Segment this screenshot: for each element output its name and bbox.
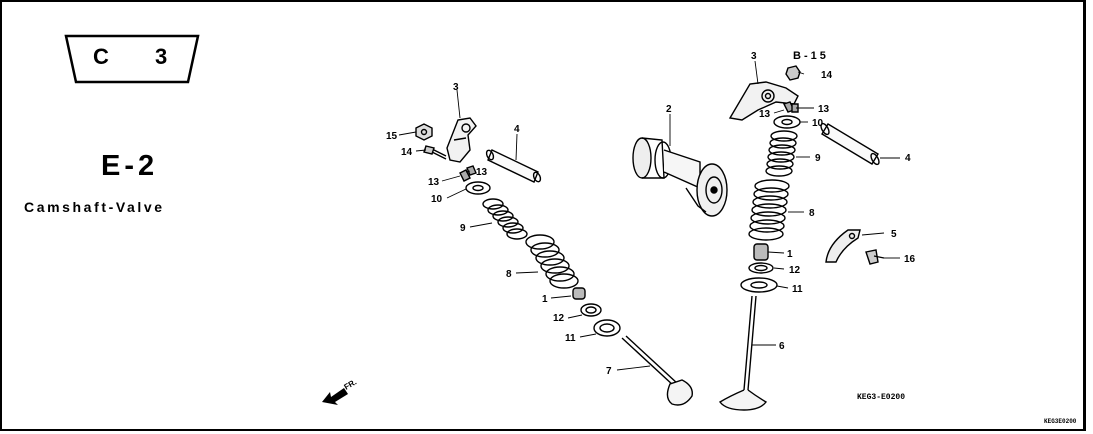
callout-right-10: 10 bbox=[812, 118, 824, 129]
callout-left-9: 9 bbox=[460, 223, 466, 234]
callout-left-13b: 13 bbox=[428, 177, 440, 188]
front-direction-marker: FR. bbox=[322, 377, 358, 405]
callout-left-4: 4 bbox=[514, 124, 520, 135]
right-cotters-13 bbox=[783, 101, 799, 113]
left-cotters-13 bbox=[459, 165, 477, 182]
callout-right-11: 11 bbox=[792, 284, 803, 295]
callout-left-3: 3 bbox=[453, 82, 459, 93]
page-code: KEG3E0200 bbox=[1044, 418, 1077, 425]
callout-right-14: 14 bbox=[821, 70, 833, 81]
callout-right-5: 5 bbox=[891, 229, 897, 240]
callout-left-7: 7 bbox=[606, 366, 612, 377]
right-nut-14 bbox=[785, 65, 801, 81]
callout-cam-2: 2 bbox=[666, 104, 672, 115]
left-valve-7 bbox=[621, 335, 693, 406]
camshaft-2 bbox=[632, 137, 728, 217]
left-inner-spring-9 bbox=[482, 198, 528, 240]
left-retainer-10 bbox=[465, 181, 491, 195]
callout-left-8: 8 bbox=[506, 269, 512, 280]
left-seat-12 bbox=[580, 303, 602, 317]
callout-left-15: 15 bbox=[386, 131, 398, 142]
front-label: FR. bbox=[343, 377, 359, 391]
right-bracket-5 bbox=[825, 229, 861, 263]
callout-right-9: 9 bbox=[815, 153, 821, 164]
left-outer-spring-8 bbox=[525, 234, 579, 289]
callout-right-4: 4 bbox=[905, 153, 911, 164]
right-valve-6 bbox=[718, 295, 768, 411]
left-rocker-shaft bbox=[485, 149, 542, 183]
callout-left-12: 12 bbox=[553, 313, 565, 324]
callout-labels: 3 4 15 14 13 13 10 9 8 1 12 11 7 2 3 14 … bbox=[386, 51, 916, 377]
callout-left-13a: 13 bbox=[476, 167, 488, 178]
callout-right-3: 3 bbox=[751, 51, 757, 62]
left-rocker-arm bbox=[446, 117, 477, 163]
group-title: Camshaft-Valve bbox=[24, 199, 165, 215]
callout-right-16: 16 bbox=[904, 254, 916, 265]
right-seat-12 bbox=[748, 262, 774, 274]
right-retainer-10 bbox=[773, 115, 801, 129]
leader-lines bbox=[398, 60, 900, 371]
callout-left-14: 14 bbox=[401, 147, 413, 158]
right-bolt-16 bbox=[865, 249, 885, 265]
callout-right-13b: 13 bbox=[759, 109, 771, 120]
callout-right-8: 8 bbox=[809, 208, 815, 219]
callout-left-1: 1 bbox=[542, 294, 548, 305]
left-seat-11 bbox=[593, 319, 621, 337]
callout-right-12: 12 bbox=[789, 265, 801, 276]
group-code: E-2 bbox=[101, 150, 159, 182]
right-rocker-shaft bbox=[820, 122, 880, 166]
left-adjuster-14 bbox=[423, 145, 447, 160]
right-seat-11 bbox=[740, 277, 778, 293]
left-nut-15 bbox=[415, 123, 433, 141]
section-number: 3 bbox=[155, 44, 168, 69]
section-letter: C bbox=[93, 44, 109, 69]
cross-reference: B-15 bbox=[793, 50, 829, 62]
callout-right-1: 1 bbox=[787, 249, 793, 260]
right-stem-seal-1 bbox=[753, 243, 769, 261]
callout-left-11: 11 bbox=[565, 333, 576, 344]
section-tab bbox=[64, 34, 200, 84]
right-inner-spring-9 bbox=[765, 130, 798, 177]
left-stem-seal-1 bbox=[572, 287, 586, 300]
callout-left-10: 10 bbox=[431, 194, 443, 205]
figure-code: KEG3-E0200 bbox=[857, 393, 906, 402]
callout-right-6: 6 bbox=[779, 341, 785, 352]
callout-right-13a: 13 bbox=[818, 104, 830, 115]
right-outer-spring-8 bbox=[748, 179, 790, 241]
